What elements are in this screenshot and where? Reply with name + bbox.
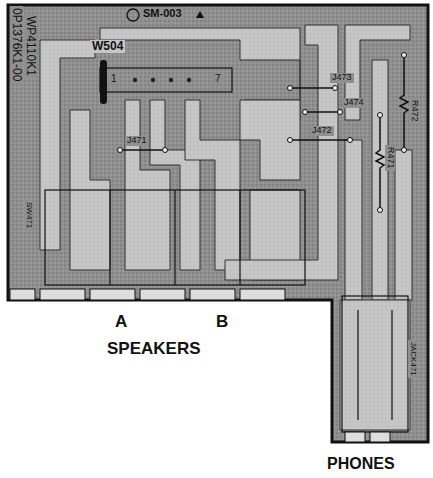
resistor-name: R471: [385, 145, 395, 171]
board-number: 0P1376K1-00: [10, 6, 23, 83]
board-outline: [8, 5, 428, 442]
group-label: SPEAKERS: [105, 340, 203, 359]
pin-number: 1: [109, 73, 119, 84]
copper-traces: [40, 25, 412, 430]
terminal-label: A: [113, 313, 129, 332]
ul-mark: [127, 9, 139, 21]
component-outlines: [45, 68, 408, 432]
connector-name: W504: [90, 40, 125, 53]
edge-tabs: [10, 289, 390, 442]
jumper-name: J473: [330, 73, 354, 83]
wire-bundle: [100, 60, 107, 104]
jumper-name: J471: [125, 136, 149, 146]
jumper-name: J474: [342, 98, 366, 108]
solder-pads: [118, 53, 407, 213]
jack-name: JACK471: [408, 340, 417, 378]
board-number: WP4110K1: [24, 14, 37, 78]
connector-pins: [133, 78, 191, 82]
resistor-name: R472: [409, 98, 419, 124]
pin-number: 7: [213, 73, 223, 84]
jumper-wires: [120, 55, 408, 210]
triangle-mark: [196, 11, 204, 18]
jumper-name: J472: [310, 126, 334, 136]
switch-name: SW471: [24, 200, 33, 230]
jack-label: PHONES: [325, 455, 397, 473]
board-marking: SM-003: [141, 7, 184, 19]
terminal-label: B: [214, 313, 230, 332]
